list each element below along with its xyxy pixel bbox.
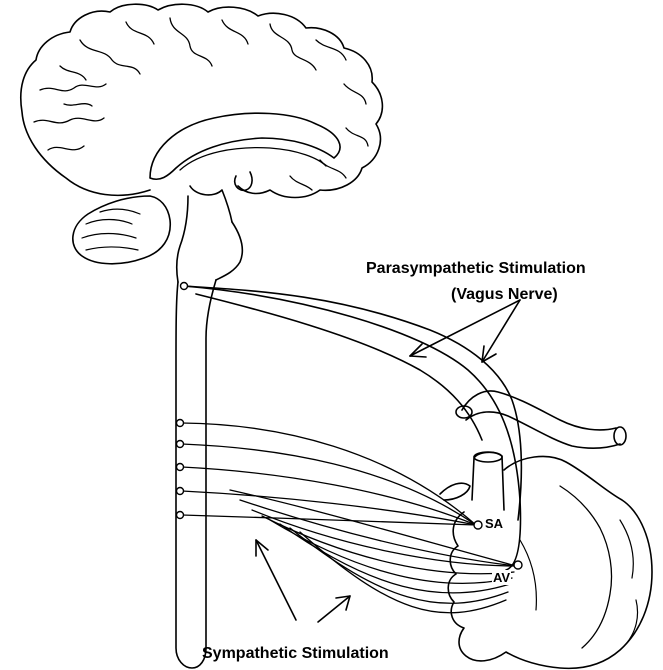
heart-illustration — [184, 286, 652, 668]
auricle — [440, 483, 470, 500]
sympathetic-branch — [240, 500, 516, 566]
sympathetic-origin-node — [177, 420, 184, 427]
sympathetic-origin-node — [177, 441, 184, 448]
brain-illustration — [21, 4, 383, 668]
av-node-marker — [514, 561, 522, 569]
cerebrum-outline — [21, 4, 383, 197]
aorta — [462, 391, 616, 430]
spinal-cord — [176, 280, 216, 668]
heart-detail — [520, 520, 638, 644]
aorta-opening — [614, 427, 626, 445]
pituitary — [235, 172, 252, 190]
sympathetic-origin-node — [177, 464, 184, 471]
vagus-nerve-label: (Vagus Nerve) — [451, 286, 558, 304]
sympathetic-origin-node — [177, 488, 184, 495]
sa-node-marker — [474, 521, 482, 529]
corpus-callosum — [150, 113, 340, 179]
sa-node-label: SA — [484, 516, 504, 531]
pons — [177, 196, 243, 282]
vena-cava-opening — [474, 452, 502, 462]
cerebellum-folia — [82, 209, 140, 250]
heart-body — [448, 456, 652, 668]
sympathetic-arrow-left — [256, 540, 296, 620]
vagus-branch-1 — [184, 286, 520, 570]
sympathetic-origin-node — [177, 512, 184, 519]
gyri-lines — [34, 18, 368, 190]
parasympathetic-label: Parasympathetic Stimulation — [366, 260, 586, 278]
cerebellum — [73, 196, 170, 264]
vagus-branch-2 — [184, 286, 521, 520]
vena-cava — [472, 452, 504, 510]
sympathetic-arrow-right — [318, 596, 350, 622]
heart-right-contour — [560, 486, 612, 648]
midbrain — [190, 186, 232, 222]
vagus-inner — [196, 294, 482, 440]
sympathetic-branch — [230, 490, 516, 566]
sympathetic-label: Sympathetic Stimulation — [202, 645, 389, 663]
vagus-origin-node — [181, 283, 188, 290]
av-node-label: AV — [492, 570, 511, 585]
sympathetic-nerves — [182, 423, 516, 613]
